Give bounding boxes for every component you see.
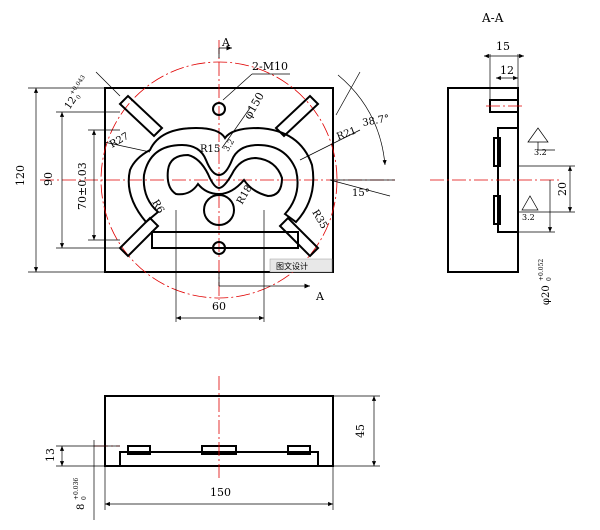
angle-38-label: 38.7°: [362, 113, 391, 129]
dim-150: 150: [210, 486, 231, 499]
slot-depth-base: 8: [76, 504, 87, 510]
roughness-2: 3.2: [522, 213, 535, 222]
dim-13: 13: [44, 448, 57, 462]
dim-12: 12: [500, 64, 514, 77]
section-view: [430, 53, 575, 273]
phi150-label: φ150: [241, 90, 267, 121]
angle-15-label: 15°: [352, 188, 370, 199]
cut-mark-bottom: A: [315, 290, 325, 303]
dim-60: 60: [212, 300, 226, 313]
slot-depth-tol-upper: +0.036: [73, 478, 80, 500]
r27-label: R27: [108, 131, 131, 151]
dim-20: 20: [556, 182, 569, 196]
watermark-box: [269, 258, 333, 273]
front-view: [28, 40, 395, 322]
dim-12-tol-lower: 0: [75, 94, 83, 101]
top-view: [56, 376, 380, 520]
tap-callout: 2-M10: [252, 60, 288, 73]
dim-45: 45: [354, 424, 367, 438]
dim-120: 120: [14, 165, 27, 186]
bore-tol-upper: +0.052: [538, 259, 545, 281]
r32-label: 3.2: [222, 137, 236, 153]
center-bore: [203, 194, 235, 226]
r35-label: R35: [309, 208, 329, 231]
slot-arm-bottom-right: [278, 216, 320, 258]
bore-base: φ20: [541, 285, 552, 305]
r15-label: R15: [200, 144, 220, 155]
dim-90: 90: [42, 172, 55, 186]
r21-label: R21: [335, 126, 358, 143]
r6-label: R6: [149, 198, 165, 216]
slot-arm-top-right: [274, 94, 320, 138]
slot-depth-tol-lower: 0: [81, 496, 88, 500]
cut-mark-top: A: [221, 36, 231, 49]
watermark-text: 图文设计: [276, 261, 308, 271]
dim-70: 70±0.03: [76, 162, 89, 210]
slot-arm-bottom-left: [118, 216, 160, 258]
dim-15: 15: [496, 40, 510, 53]
dim-12-tol-upper: +0.043: [68, 74, 87, 96]
tap-hole-top: [212, 102, 226, 116]
cam-slot-inner: [166, 153, 284, 198]
bore-tol-lower: 0: [546, 277, 553, 281]
lower-slot: [151, 231, 299, 249]
slot-arm-top-left: [118, 94, 164, 138]
tap-hole-bottom: [212, 241, 226, 255]
roughness-1: 3.2: [534, 148, 547, 157]
cam-slot-outer: [127, 126, 315, 224]
section-label: A-A: [481, 11, 504, 25]
